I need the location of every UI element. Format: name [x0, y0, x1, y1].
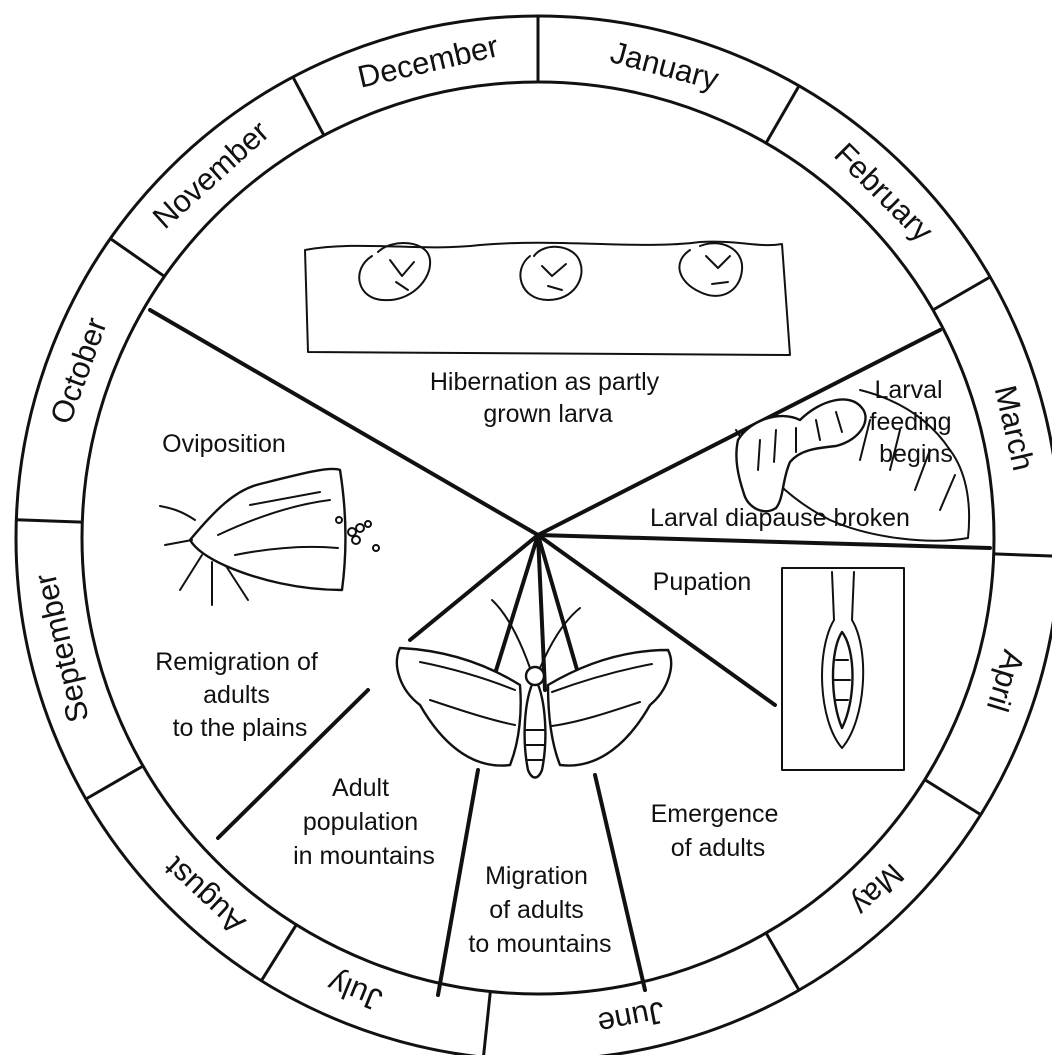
month-label-october: October: [43, 313, 114, 429]
egg-laying-moth-icon: [160, 469, 379, 605]
month-label-august: August: [157, 850, 252, 942]
month-divider: [766, 86, 799, 143]
month-divider: [293, 77, 324, 135]
month-divider: [261, 925, 296, 981]
stage-diapause-broken: Larval diapause broken: [650, 504, 910, 532]
month-divider: [766, 933, 799, 990]
month-divider: [933, 277, 990, 310]
month-divider: [925, 780, 981, 815]
month-label-july: July: [322, 965, 387, 1018]
month-label-march: March: [988, 382, 1041, 474]
month-divider: [994, 554, 1052, 556]
month-divider: [110, 239, 164, 277]
stage-pupation: Pupation: [653, 568, 752, 596]
stage-migration: Migration of adults to mountains: [468, 862, 611, 958]
divider-july: [438, 770, 478, 995]
stage-oviposition: Oviposition: [162, 430, 286, 458]
stage-remigration: Remigration of adults to the plains: [155, 648, 325, 742]
pupa-icon: [782, 568, 904, 770]
month-label-june: June: [595, 994, 668, 1041]
stage-adult-population: Adult population in mountains: [293, 774, 435, 870]
moth-icon: [397, 600, 671, 778]
month-label-april: April: [980, 646, 1032, 716]
divider-mar-lower: [538, 535, 990, 548]
stage-larval-feeding: Larval feeding begins: [870, 376, 959, 468]
month-divider: [86, 766, 143, 799]
stage-hibernation: Hibernation as partly grown larva: [430, 368, 666, 428]
month-label-february: February: [828, 136, 941, 249]
month-divider: [483, 992, 490, 1055]
month-divider: [16, 520, 82, 522]
larva-icon: [305, 242, 790, 355]
stage-emergence: Emergence of adults: [651, 800, 786, 862]
divider-moth-left: [410, 535, 538, 640]
